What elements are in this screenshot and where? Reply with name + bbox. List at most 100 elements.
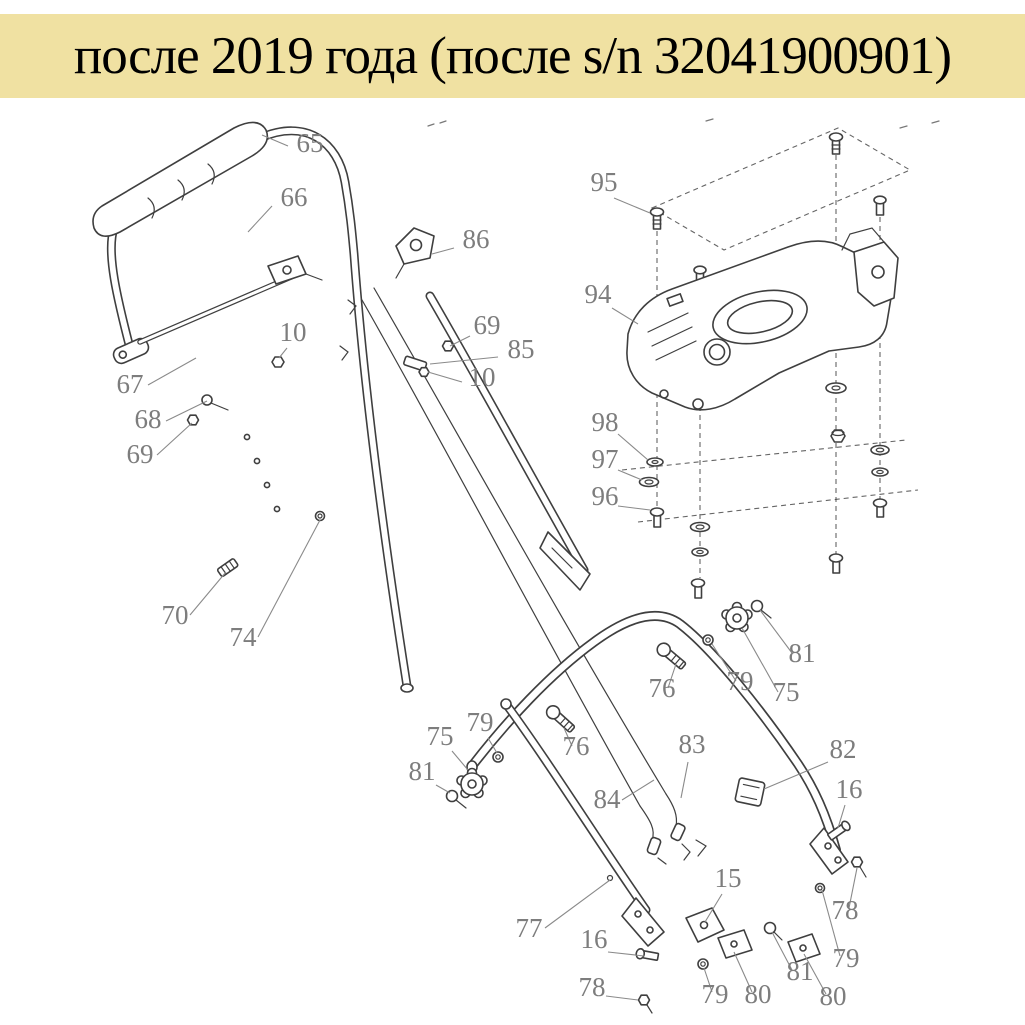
nut-10-right xyxy=(418,366,430,378)
console-assembly xyxy=(621,127,919,599)
leader-line xyxy=(821,889,841,957)
washer-stack-right-inner xyxy=(825,382,847,574)
part-number-label: 84 xyxy=(594,784,622,814)
leader-line xyxy=(617,433,649,461)
bolt-95 xyxy=(649,207,665,230)
part-number-label: 77 xyxy=(516,913,543,943)
part-number-label: 69 xyxy=(474,310,501,340)
handle-mount-end xyxy=(112,337,150,365)
leader-line xyxy=(435,784,451,794)
part-number-label: 94 xyxy=(585,279,613,309)
leader-line xyxy=(680,761,689,799)
part-number-label: 83 xyxy=(679,729,706,759)
leader-line xyxy=(617,469,643,481)
leader-line xyxy=(451,750,469,771)
leader-line xyxy=(711,643,737,682)
washer-97 xyxy=(638,476,660,488)
part-number-label: 68 xyxy=(135,404,162,434)
part-number-label: 65 xyxy=(297,128,324,158)
leader-line xyxy=(763,761,829,790)
part-number-label: 70 xyxy=(162,600,189,630)
leader-line xyxy=(257,519,321,638)
upper-handle-assembly xyxy=(92,121,414,693)
part-number-label: 67 xyxy=(117,369,144,399)
leader-line xyxy=(703,967,713,993)
pin-70 xyxy=(216,558,239,578)
part-number-label: 66 xyxy=(281,182,308,212)
washer-79-far-right xyxy=(814,882,826,894)
washer-98 xyxy=(646,457,664,467)
washer-stack-center xyxy=(689,521,711,599)
bolt-96 xyxy=(649,507,665,528)
leader-line xyxy=(605,995,639,1001)
part-number-label: 85 xyxy=(508,334,535,364)
bolt-81-left xyxy=(445,789,467,809)
control-cables xyxy=(339,287,707,865)
part-number-label: 80 xyxy=(745,979,772,1009)
leader-line xyxy=(621,779,655,801)
part-number-label: 97 xyxy=(592,444,619,474)
leader-line xyxy=(247,205,273,233)
part-number-label: 86 xyxy=(463,224,490,254)
part-number-label: 81 xyxy=(787,956,814,986)
leader-line xyxy=(607,951,645,957)
leader-line xyxy=(189,571,227,616)
page-title: после 2019 года (после s/n 32041900901) xyxy=(73,27,952,85)
title-banner: после 2019 года (после s/n 32041900901) xyxy=(0,14,1025,98)
leader-line xyxy=(165,400,208,422)
leader-lines xyxy=(147,134,858,1001)
part-number-label: 16 xyxy=(836,774,863,804)
bracket-15 xyxy=(685,907,725,943)
bolt-68 xyxy=(201,394,229,411)
leader-line xyxy=(759,609,793,654)
leader-line xyxy=(733,951,753,993)
leader-line xyxy=(741,627,779,693)
part-number-label: 96 xyxy=(592,481,619,511)
washer-79-right xyxy=(702,634,714,646)
part-number-label: 10 xyxy=(469,362,496,392)
artwork xyxy=(92,118,940,1014)
cable-end-barrel-2 xyxy=(646,836,662,856)
leader-line xyxy=(431,247,455,255)
part-number-label: 81 xyxy=(409,756,436,786)
bolt-81-right xyxy=(750,599,772,619)
reference-tick-marks xyxy=(427,118,940,129)
bolt-95d xyxy=(873,195,887,216)
leader-line xyxy=(147,357,197,386)
cable-clip-82 xyxy=(734,777,766,807)
leader-line xyxy=(487,737,498,754)
leader-line xyxy=(429,356,499,365)
part-number-label: 16 xyxy=(581,924,608,954)
leader-line xyxy=(667,663,677,689)
leader-line xyxy=(156,422,193,456)
handle-grip xyxy=(92,121,269,237)
bolt-16-right xyxy=(827,820,851,841)
part-number-label: 78 xyxy=(832,895,859,925)
handle-tube-blade xyxy=(425,291,591,591)
lower-handle-u-tube xyxy=(466,611,849,875)
washer-79-left xyxy=(492,751,504,763)
part-number-label: 74 xyxy=(230,622,258,652)
part-number-label: 79 xyxy=(702,979,729,1009)
leader-line xyxy=(613,197,651,214)
knob-75-right xyxy=(721,601,753,633)
part-number-label: 15 xyxy=(715,863,742,893)
bolt-76-left xyxy=(545,704,576,733)
part-number-label: 95 xyxy=(591,167,618,197)
part-number-label: 75 xyxy=(773,677,800,707)
washer-79-bottom xyxy=(697,958,709,970)
console-housing xyxy=(626,227,899,411)
tube-fasteners xyxy=(243,433,326,522)
cable-bracket-86 xyxy=(395,227,435,279)
leader-line xyxy=(617,505,651,511)
nut-10-left xyxy=(271,356,285,368)
bolt-16-bottom xyxy=(635,947,660,961)
part-number-label: 79 xyxy=(467,707,494,737)
knob-75-left xyxy=(456,767,488,799)
bolt-76-right xyxy=(656,642,687,670)
leader-line xyxy=(563,727,573,747)
leader-line xyxy=(449,335,471,347)
part-number-label: 79 xyxy=(727,666,754,696)
bolt-78-right xyxy=(850,856,867,878)
